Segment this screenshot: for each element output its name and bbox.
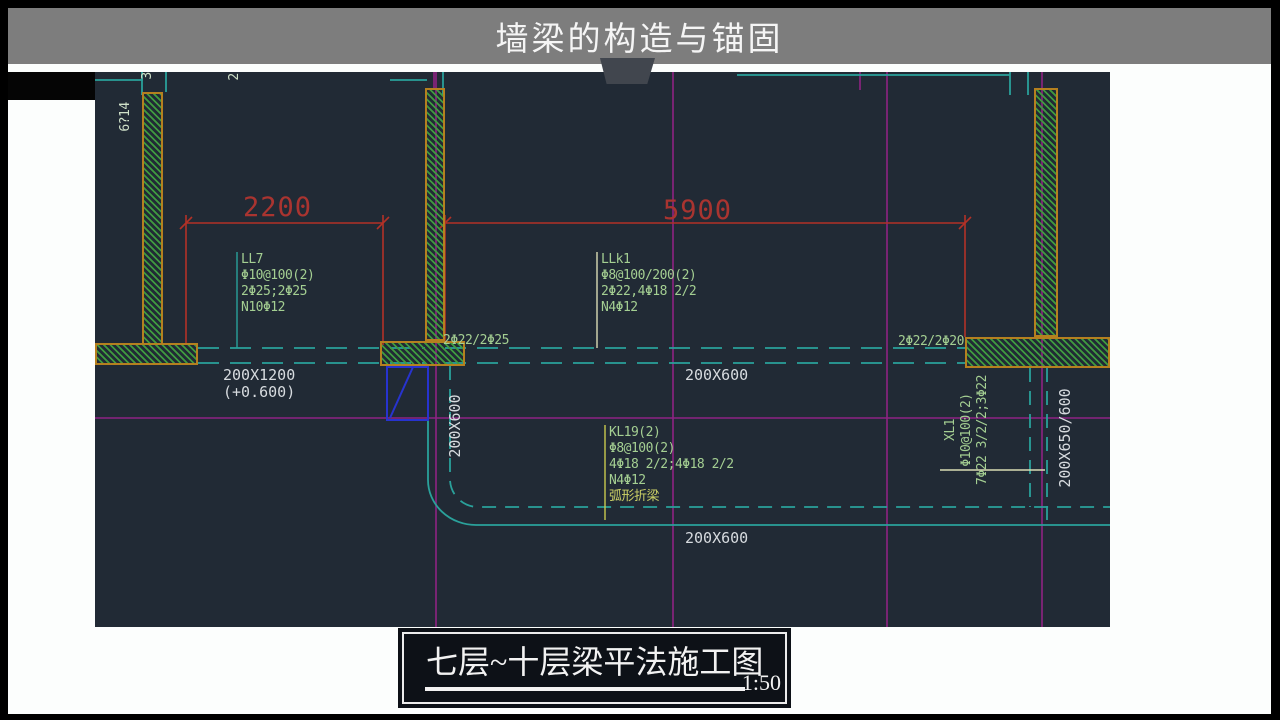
annotation-kl19: KL19(2) Φ8@100(2) 4Φ18 2/2;4Φ18 2/2 N4Φ1… [609, 425, 734, 504]
blue-selection-box [386, 366, 429, 421]
cut-text-2: 2 [227, 73, 242, 81]
title-block-frame [402, 632, 787, 704]
xl1-beam-lines [1029, 368, 1048, 525]
leader-lines [236, 252, 1045, 520]
dim-2200: 2200 [243, 192, 313, 223]
rebar-label-right: 2Φ22/2Φ20 [898, 334, 964, 349]
label-200x1200: 200X1200 [223, 366, 296, 384]
drawing-scale: 1:50 [741, 670, 781, 695]
label-200x600-bottom: 200X600 [685, 529, 749, 547]
lecture-title-bar: 墙梁的构造与锚固 [8, 8, 1271, 64]
dim-5900: 5900 [663, 195, 733, 226]
label-200x650-vertical: 200X650/600 [1056, 388, 1074, 488]
annotation-llk1: LLk1 Φ8@100/200(2) 2Φ22,4Φ18 2/2 N4Φ12 [601, 252, 697, 315]
cad-beam-plan: 2200 5900 LL7 Φ10@100(2) 2Φ25;2Φ25 N10Φ1… [95, 72, 1110, 627]
cut-text-1: 3 [140, 72, 155, 80]
wall-left-vertical [142, 92, 163, 345]
label-200x600-mid: 200X600 [685, 366, 749, 384]
rebar-label-left: 2Φ22/2Φ25 [443, 333, 509, 348]
top-left-shadow [8, 72, 95, 100]
top-cut-ticks [95, 72, 1029, 95]
wall-left-foot [95, 343, 198, 365]
player-pull-tab[interactable] [600, 58, 655, 84]
label-elevation: (+0.600) [223, 383, 296, 401]
beam-dashed-lines [198, 347, 965, 364]
dimension-lines-red [179, 215, 972, 345]
title-underline [425, 687, 745, 691]
label-wall-rebar: 6?14 [118, 102, 133, 132]
wall-right-vertical [1034, 88, 1058, 337]
kl19-beam-lines [427, 366, 1110, 526]
annotation-ll7: LL7 Φ10@100(2) 2Φ25;2Φ25 N10Φ12 [241, 252, 315, 315]
wall-mid-vertical [425, 88, 445, 341]
label-200x600-vertical: 200X600 [446, 394, 464, 458]
drawing-title-block: 七层~十层梁平法施工图 1:50 [398, 628, 791, 708]
annotation-xl1: XL1 Φ10@100(2) 7Φ22 3/2/2;3Φ22 [943, 375, 990, 485]
drawing-title: 七层~十层梁平法施工图 [426, 644, 764, 680]
wall-right-foot [965, 337, 1110, 368]
cad-linework [95, 72, 1110, 627]
lecture-title: 墙梁的构造与锚固 [495, 20, 784, 57]
wall-mid-foot [380, 341, 465, 366]
